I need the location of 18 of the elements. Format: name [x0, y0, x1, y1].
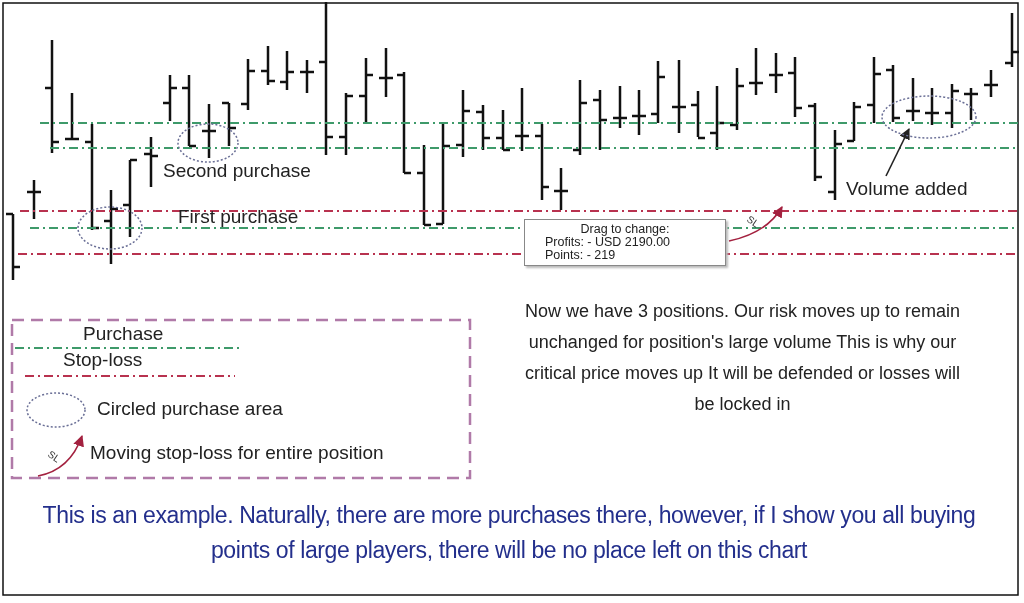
tooltip-text: Profits: - USD 2190.00	[545, 236, 671, 249]
legend-text: Stop-loss	[63, 349, 143, 371]
annotation-text: Volume added	[846, 176, 986, 202]
tooltip-text: Points: - 219	[545, 249, 616, 262]
tooltip-text: Drag to change:	[579, 223, 671, 236]
arrow	[885, 128, 910, 177]
tooltip-box	[524, 219, 726, 266]
caption-text: This is an example. Naturally, there are more purchases there, however, if I show you all buying points of large players, there will be no place left on this chart	[41, 501, 977, 565]
explanation-text: Now we have 3 positions. Our risk moves up to remain unchanged for position's large volume This is why our critical price moves up It will be defended or losses will be locked in	[523, 300, 962, 416]
arrow	[728, 206, 783, 242]
dotted-ellipse	[881, 95, 977, 139]
arrow-label: SL	[744, 213, 762, 230]
annotation-text: First purchase	[178, 206, 299, 228]
legend-text: Circled purchase area	[97, 398, 283, 420]
arrow-label: SL	[45, 448, 63, 465]
annotation-text: Second purchase	[163, 160, 311, 182]
legend-text: Moving stop-loss for entire position	[90, 442, 384, 464]
legend-text: Purchase	[83, 323, 164, 345]
